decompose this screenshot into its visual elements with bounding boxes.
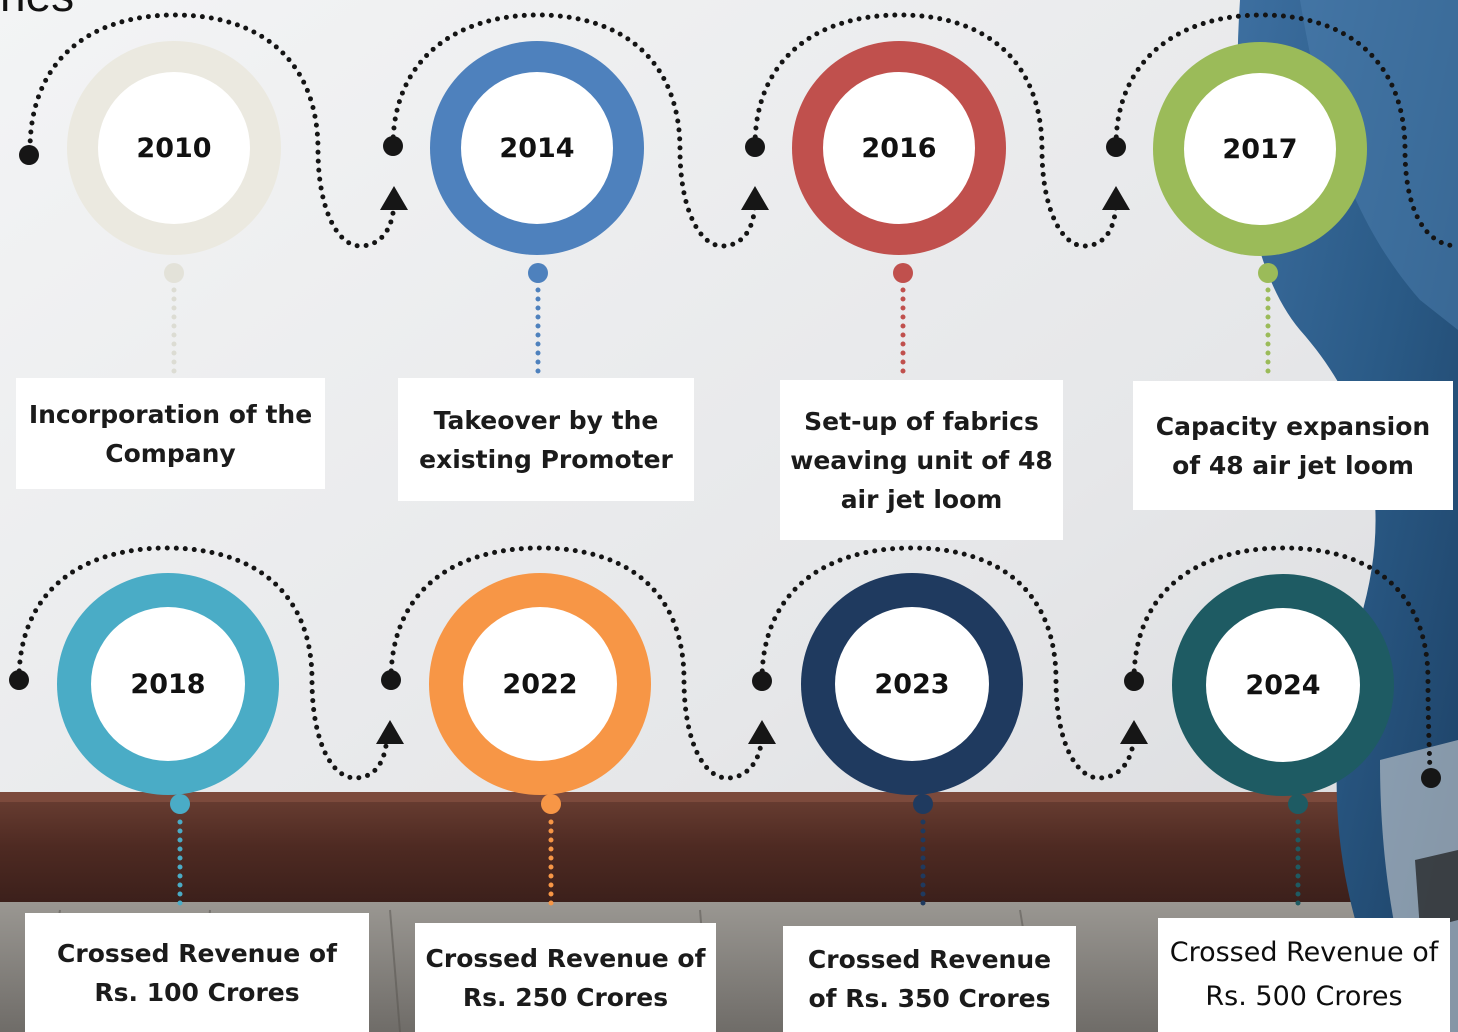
milestone-year-2024: 2024 [1206, 608, 1360, 762]
milestone-desc-2016: Set-up of fabrics weaving unit of 48 air… [780, 380, 1063, 540]
connector-markers [9, 136, 1441, 788]
milestone-year-2016: 2016 [823, 72, 975, 224]
milestone-year-2018: 2018 [91, 607, 245, 761]
page-heading: nes [0, 0, 74, 22]
milestone-desc-2023: Crossed Revenue of Rs. 350 Crores [783, 926, 1076, 1032]
milestone-year-2023: 2023 [835, 607, 989, 761]
milestone-desc-2010: Incorporation of the Company [16, 378, 325, 489]
milestone-desc-2022: Crossed Revenue of Rs. 250 Crores [415, 923, 716, 1032]
milestone-desc-2018: Crossed Revenue of Rs. 100 Crores [25, 913, 369, 1032]
milestone-desc-2017: Capacity expansion of 48 air jet loom [1133, 381, 1453, 510]
milestone-year-2022: 2022 [463, 607, 617, 761]
milestone-desc-2014: Takeover by the existing Promoter [398, 378, 694, 501]
milestone-year-2014: 2014 [461, 72, 613, 224]
milestone-year-2017: 2017 [1184, 73, 1336, 225]
milestone-year-2010: 2010 [98, 72, 250, 224]
milestone-desc-2024: Crossed Revenue of Rs. 500 Crores [1158, 918, 1450, 1032]
